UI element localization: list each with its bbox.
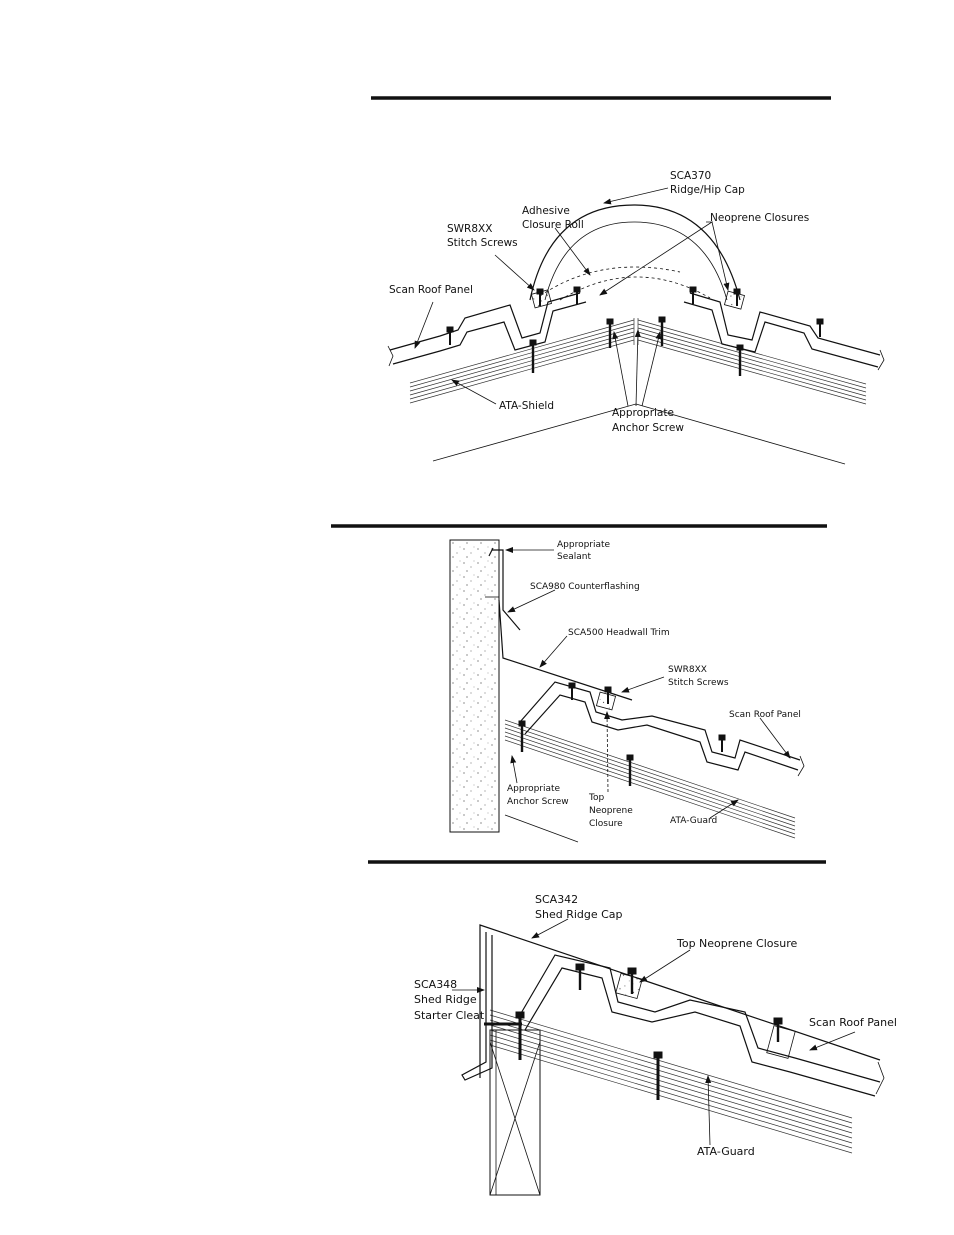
- ridge-stitch-label: SWR8XX Stitch Screws: [447, 223, 518, 249]
- shed-detail: SCA342 Shed Ridge Cap Top Neoprene Closu…: [368, 860, 897, 1196]
- shed-closure-label: Top Neoprene Closure: [676, 937, 798, 950]
- ridge-panel-label: Scan Roof Panel: [389, 284, 473, 296]
- shed-screws: [484, 963, 783, 1100]
- ridge-anchor-label: Appropriate Anchor Screw: [612, 407, 684, 434]
- headwall-stitch-label: SWR8XX Stitch Screws: [668, 665, 729, 688]
- ridge-cap-label: SCA370 Ridge/Hip Cap: [670, 170, 745, 196]
- shed-cleat-label: SCA348 Shed Ridge Starter Cleat: [414, 978, 485, 1022]
- headwall-closure: [595, 691, 617, 711]
- headwall-trim-label: SCA500 Headwall Trim: [568, 628, 670, 638]
- headwall-anchor-label: Appropriate Anchor Screw: [507, 784, 569, 807]
- shed-starter-cleat: [461, 932, 493, 1081]
- shed-framing: [489, 1029, 541, 1196]
- headwall-guard-label: ATA-Guard: [670, 816, 717, 826]
- headwall-counterflashing-label: SCA980 Counterflashing: [530, 582, 640, 592]
- ridge-roof-panel-left: [387, 292, 587, 367]
- headwall-panel-label: Scan Roof Panel: [729, 710, 801, 720]
- shed-closure: [615, 973, 643, 999]
- ridge-underlayment: [409, 318, 867, 405]
- headwall-sealant-label: Appropriate Sealant: [557, 540, 613, 562]
- shed-roof-panel: [519, 954, 885, 1097]
- headwall-detail: Appropriate Sealant SCA980 Counterflashi…: [331, 524, 827, 843]
- ridge-neoprene-label: Neoprene Closures: [710, 212, 809, 224]
- headwall-masonry-wall: [449, 539, 500, 833]
- headwall-roof-panel: [519, 681, 805, 777]
- headwall-closure-label: Top Neoprene Closure: [588, 793, 636, 829]
- ridge-substrate: [432, 403, 846, 465]
- shed-underlayment: [489, 1009, 853, 1154]
- shed-leaders: [452, 918, 856, 1146]
- ridge-roof-panel-right: [683, 292, 885, 371]
- shed-cap-label: SCA342 Shed Ridge Cap: [535, 893, 623, 921]
- headwall-substrate: [504, 814, 579, 843]
- ridge-shield-label: ATA-Shield: [499, 400, 554, 412]
- headwall-underlayment: [504, 719, 796, 839]
- headwall-leaders: [505, 547, 791, 819]
- headwall-trim: [498, 599, 633, 701]
- headwall-counterflashing: [488, 547, 521, 631]
- ridge-leaders: [414, 187, 730, 407]
- ridge-screws: [446, 286, 824, 376]
- shed-guard-label: ATA-Guard: [697, 1145, 755, 1158]
- shed-panel-rib-pad: [766, 1025, 796, 1059]
- headwall-screws: [518, 682, 726, 786]
- ridge-adhesive-label: Adhesive Closure Roll: [522, 205, 584, 231]
- shed-panel-label: Scan Roof Panel: [809, 1016, 897, 1029]
- ridge-detail: SCA370 Ridge/Hip Cap Adhesive Closure Ro…: [371, 96, 885, 465]
